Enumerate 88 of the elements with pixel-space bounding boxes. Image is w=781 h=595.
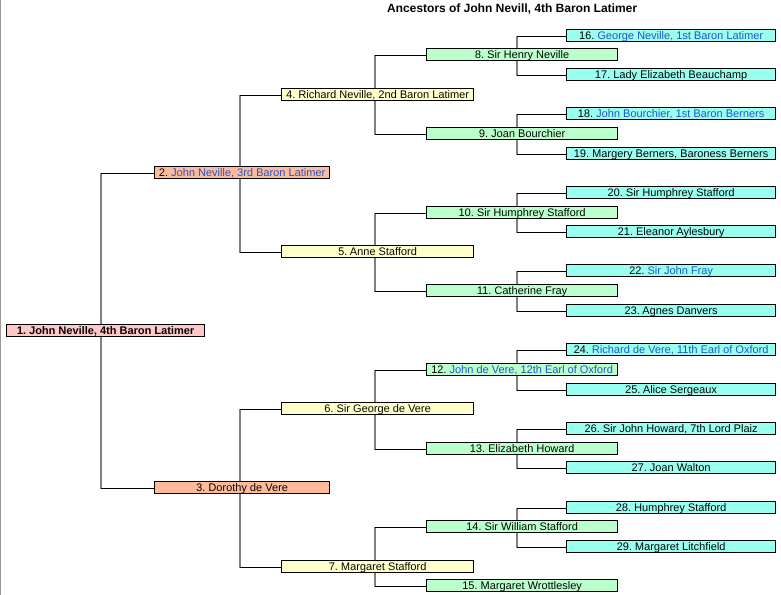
name-link: Sir John Fray [647,265,713,277]
connector-line [240,95,282,166]
person-name: 10. Sir Humphrey Stafford [458,207,586,219]
person-box [426,206,618,219]
person-name: 27. Joan Walton [631,462,711,474]
person-box [566,29,776,42]
connector-line [516,296,566,312]
person-name: 26. Sir John Howard, 7th Lord Plaiz [584,423,758,435]
person-name: 28. Humphrey Stafford [616,502,726,514]
connector-line [374,527,426,560]
chart-title: Ancestors of John Nevill, 4th Baron Latimer [386,1,638,15]
person-box [426,442,618,455]
person-name: 19. Margery Berners, Baroness Berners [574,148,768,160]
person-box [426,284,618,297]
connector-line [516,429,566,442]
person-box [566,304,776,317]
name-link: John Bourchier, 1st Baron Berners [596,108,764,120]
person-name: 18. John Bourchier, 1st Baron Berners [578,108,764,120]
connector-line [516,60,566,76]
person-name: 20. Sir Humphrey Stafford [608,187,734,199]
connector-line [240,494,282,568]
connector-line [516,271,566,284]
name-link: Richard de Vere, 11th Earl of Oxford [592,344,768,356]
person-name: 6. Sir George de Vere [324,403,431,415]
person-box [566,107,776,120]
person-box [566,501,776,514]
person-box [566,186,776,199]
connector-line [516,218,566,233]
person-name: 21. Eleanor Aylesbury [618,226,724,238]
connector-line [516,376,566,391]
connector-line [374,213,426,246]
person-name: 2. John Neville, 3rd Baron Latimer [158,167,326,179]
person-name: 14. Sir William Stafford [466,521,578,533]
connector-line [374,55,426,88]
connector-line [516,193,566,206]
person-box [566,540,776,553]
person-box [566,461,776,474]
person-name: 13. Elizabeth Howard [470,443,574,455]
person-box [426,127,618,140]
person-box [426,579,618,592]
person-name: 23. Agnes Danvers [624,305,718,317]
person-box [426,48,618,61]
person-name: 1. John Neville, 4th Baron Latimer [16,325,194,337]
name-link: John Neville, 3rd Baron Latimer [171,167,326,179]
connector-line [516,114,566,128]
connector-line [374,572,426,587]
person-box [566,383,776,396]
person-name: 5. Anne Stafford [338,246,417,258]
connector-line [240,178,282,253]
connector-line [516,350,566,364]
person-box [566,264,776,277]
person-box [566,422,776,435]
connector-line [100,336,154,489]
connector-line [516,140,566,155]
person-box [281,402,474,415]
person-box [566,68,776,81]
person-name: 17. Lady Elizabeth Beauchamp [594,69,748,81]
name-link: George Neville, 1st Baron Latimer [597,30,764,42]
person-box [281,560,474,573]
person-name: 11. Catherine Fray [476,285,568,297]
connector-line [100,173,154,324]
person-box [426,520,618,533]
connector-line [516,454,566,469]
person-box [281,245,474,258]
connector-line [240,409,282,482]
person-box [6,324,205,337]
connector-line [516,532,566,548]
person-name: 12. John de Vere, 12th Earl of Oxford [431,364,613,376]
connector-line [516,36,566,48]
person-name: 4. Richard Neville, 2nd Baron Latimer [286,89,469,101]
person-name: 8. Sir Henry Neville [474,49,570,61]
person-name: 25. Alice Sergeaux [625,384,717,396]
connector-line [374,258,426,292]
connector-line [374,100,426,135]
person-name: 16. George Neville, 1st Baron Latimer [578,30,764,42]
name-link: John de Vere, 12th Earl of Oxford [450,364,613,376]
connector-line [374,370,426,402]
person-name: 24. Richard de Vere, 11th Earl of Oxford [574,344,768,356]
connector-line [374,414,426,450]
person-box [154,481,330,494]
person-name: 15. Margaret Wrottlesley [462,580,582,592]
person-name: 22. Sir John Fray [629,265,713,277]
person-name: 3. Dorothy de Vere [196,482,288,494]
person-box [566,225,776,238]
person-name: 9. Joan Bourchier [478,128,566,140]
person-name: 7. Margaret Stafford [328,561,426,573]
person-name: 29. Margaret Litchfield [616,541,726,553]
connector-line [516,508,566,520]
